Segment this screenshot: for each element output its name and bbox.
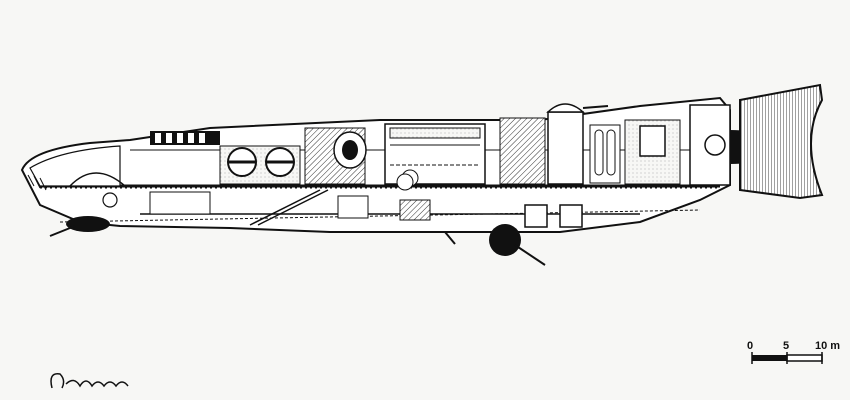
scale-label-10: 10 m xyxy=(815,340,841,352)
twin-tanks xyxy=(219,145,301,185)
lower-deck-details xyxy=(149,173,583,228)
chin-ribs xyxy=(27,174,47,191)
hull-outline xyxy=(20,96,731,233)
nose-window xyxy=(29,145,121,187)
keel-line xyxy=(59,209,701,223)
aft-cabins xyxy=(499,103,681,185)
forward-gondola xyxy=(66,216,110,232)
scale-label-5: 5 xyxy=(783,340,790,352)
mid-engine xyxy=(304,127,367,185)
scale-bar xyxy=(751,352,823,364)
artist-signature xyxy=(50,373,129,389)
nose-dome xyxy=(69,172,126,187)
scale-label-0: 0 xyxy=(747,340,754,352)
forward-antenna xyxy=(49,225,76,237)
tail-fin xyxy=(739,83,824,200)
ventral-turret xyxy=(444,224,546,266)
nose-instrument xyxy=(102,192,118,208)
dorsal-vents xyxy=(150,131,220,145)
